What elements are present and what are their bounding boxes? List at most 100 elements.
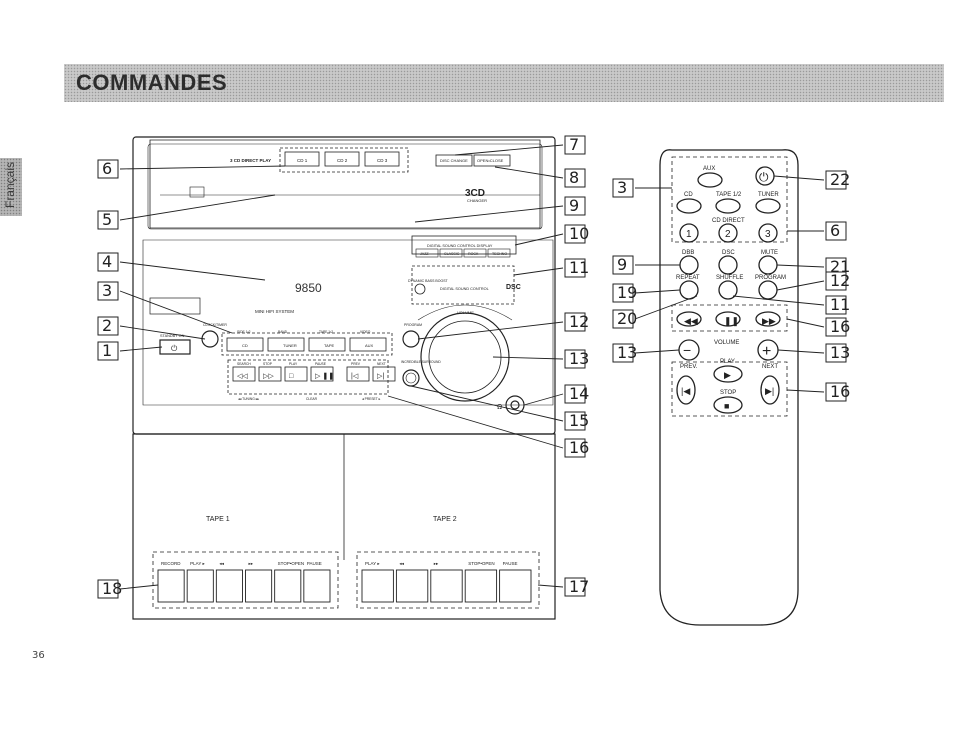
cd-button-2[interactable]: [324, 151, 360, 167]
cd-button-label: CD 1: [297, 158, 308, 163]
disc-change-button[interactable]: [435, 154, 473, 167]
incredible-surround-button[interactable]: [402, 369, 420, 387]
leader-line: [119, 346, 163, 352]
callout-number: 1: [102, 341, 112, 360]
transport-button[interactable]: [258, 366, 282, 382]
forward-key[interactable]: [755, 311, 781, 327]
callout-box: [612, 283, 634, 303]
transport-button[interactable]: [372, 366, 396, 382]
cd-button-label: CD 3: [377, 158, 388, 163]
transport-button[interactable]: [346, 366, 370, 382]
shuffle-key[interactable]: [718, 280, 738, 300]
brand-subtitle: CHANGER: [467, 198, 487, 203]
deck-key[interactable]: [499, 569, 532, 603]
remote-stop-label: STOP: [720, 390, 736, 396]
leader-line: [492, 356, 564, 360]
deck-key[interactable]: [215, 569, 243, 603]
remote-prev-label: PREV.: [680, 364, 698, 370]
remote-cd-direct-label: CD DIRECT: [712, 218, 745, 224]
deck-key-label: PAUSE: [503, 561, 518, 566]
remote-cd-label: CD: [684, 192, 693, 198]
mute-key[interactable]: [758, 255, 778, 275]
pause-key[interactable]: [715, 311, 741, 327]
source-button[interactable]: [349, 337, 387, 352]
source-button[interactable]: [308, 337, 346, 352]
deck-key-label: PAUSE: [307, 561, 322, 566]
page-number: 36: [32, 650, 45, 661]
cd3-key[interactable]: [758, 223, 778, 243]
transport-button[interactable]: [232, 366, 256, 382]
dsc-mode-label: TECHNO: [492, 252, 507, 256]
source-button[interactable]: [267, 337, 305, 352]
aux-key[interactable]: [697, 172, 723, 188]
remote-cd3: 3: [765, 229, 771, 240]
remote-volume-label: VOLUME: [714, 340, 739, 346]
deck-key[interactable]: [395, 569, 429, 603]
dsc-mode-key[interactable]: [439, 248, 463, 258]
cd-logo-icon: [189, 186, 205, 198]
transport-button[interactable]: [284, 366, 308, 382]
cd-button-1[interactable]: [284, 151, 320, 167]
rewind-key[interactable]: [676, 311, 702, 327]
program-key[interactable]: [758, 280, 778, 300]
remote-repeat-label: REPEAT: [676, 275, 700, 281]
brand-logo: 3CD: [465, 188, 485, 199]
incredible-surround-label: INCREDIBLE SURROUND: [401, 360, 441, 364]
callout-box: [825, 221, 847, 241]
callout-number: 3: [617, 178, 627, 197]
deck-key[interactable]: [464, 569, 498, 603]
standby-label: STANDBY ON: [160, 334, 185, 338]
callout-number: 16: [830, 317, 850, 336]
deck-key[interactable]: [361, 569, 394, 603]
deck-key[interactable]: [303, 569, 331, 603]
leader-line: [776, 280, 825, 291]
leader-line: [776, 264, 825, 268]
leader-line: [414, 205, 564, 223]
clock-timer-button[interactable]: [201, 330, 219, 348]
transport-button[interactable]: [310, 366, 334, 382]
dsc-mode-key[interactable]: [487, 248, 511, 258]
play-key[interactable]: [713, 365, 743, 383]
callout-number: 6: [102, 159, 112, 178]
preset-label: ◂ PRESET ▸: [362, 397, 381, 401]
deck-key[interactable]: [430, 569, 463, 603]
cd2-key[interactable]: [718, 223, 738, 243]
leader-line: [523, 393, 564, 406]
dsc-key[interactable]: [718, 255, 738, 275]
source-top-label: TAPE 1•2: [319, 330, 333, 334]
callout-number: 13: [569, 349, 589, 368]
callout-number: 16: [830, 382, 850, 401]
direct-play-label: 3 CD DIRECT PLAY: [230, 158, 271, 163]
leader-line: [417, 321, 564, 340]
dsc-mode-key[interactable]: [415, 248, 439, 258]
cd-key[interactable]: [676, 198, 702, 214]
open-close-button[interactable]: [473, 154, 511, 167]
deck-key[interactable]: [274, 569, 302, 603]
stop-key[interactable]: [713, 396, 743, 414]
direct-play-group: [279, 147, 409, 173]
callout-box: [612, 343, 634, 363]
program-button[interactable]: [402, 330, 420, 348]
minus-icon: −: [683, 342, 691, 358]
deck-key[interactable]: [245, 569, 273, 603]
dbb-button[interactable]: [414, 283, 426, 295]
volume-knob[interactable]: [420, 312, 510, 402]
source-button[interactable]: [226, 337, 264, 352]
dsc-mode-key[interactable]: [463, 248, 487, 258]
callout-box: [97, 252, 119, 272]
cd1-key[interactable]: [679, 223, 699, 243]
callout-number: 21: [830, 257, 850, 276]
deck-key[interactable]: [157, 569, 185, 603]
tape-key[interactable]: [715, 198, 741, 214]
transport-label: STOP: [263, 362, 273, 366]
prev-key[interactable]: [676, 375, 696, 405]
deck-key[interactable]: [186, 569, 214, 603]
deck1-group: [152, 551, 339, 609]
leader-line: [119, 194, 276, 221]
dbb-key[interactable]: [679, 255, 699, 275]
next-key[interactable]: [760, 375, 780, 405]
tuner-key[interactable]: [755, 198, 781, 214]
cd-button-3[interactable]: [364, 151, 400, 167]
deck-key-label: PLAY ▸: [190, 561, 205, 566]
remote-dbb-label: DBB: [682, 250, 694, 256]
